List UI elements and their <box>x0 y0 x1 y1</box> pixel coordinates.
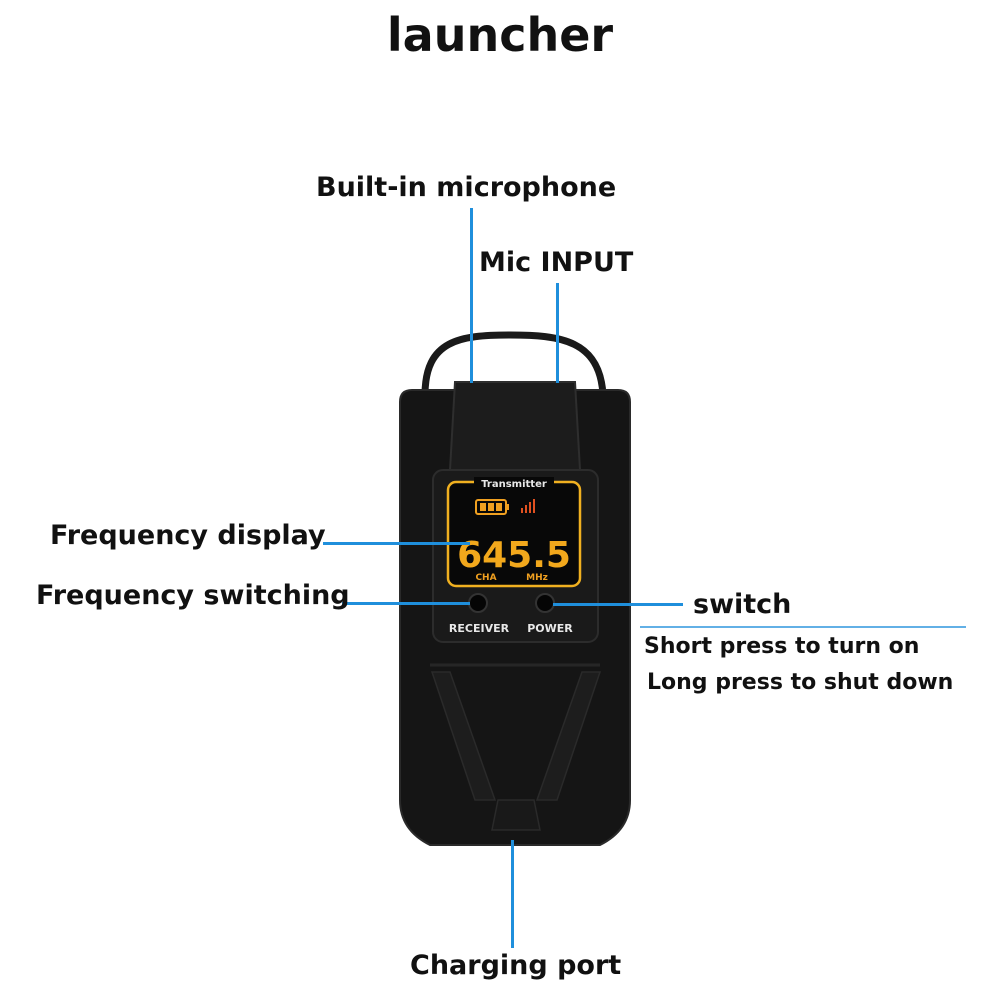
builtin-mic-label: Built-in microphone <box>316 172 617 203</box>
charging-port-label: Charging port <box>410 950 622 981</box>
grip-center <box>491 799 541 831</box>
unit-label: MHz <box>526 573 548 583</box>
diagram-title: launcher <box>386 8 614 62</box>
power-button-label: POWER <box>527 622 573 635</box>
cable-loop <box>421 331 607 396</box>
mic-input-label: Mic INPUT <box>479 247 634 278</box>
battery-icon <box>475 499 509 515</box>
short-press-note: Short press to turn on <box>644 634 920 659</box>
switch-label: switch <box>693 589 792 620</box>
long-press-note: Long press to shut down <box>647 670 954 695</box>
grip-groove-left <box>430 671 497 801</box>
grip-groove-right <box>535 671 602 801</box>
leader-frequency-switching <box>342 602 470 605</box>
leader-switch-underline <box>640 626 966 628</box>
leader-switch <box>553 603 683 606</box>
screen-title: Transmitter <box>481 479 547 490</box>
screen-title-bg <box>474 477 554 488</box>
leader-mic-input <box>556 283 559 383</box>
receiver-button[interactable] <box>468 593 488 613</box>
signal-icon <box>521 499 535 513</box>
channel-label: CHA <box>475 573 496 583</box>
leader-frequency-display <box>323 542 470 545</box>
receiver-button-label: RECEIVER <box>449 622 510 635</box>
power-button[interactable] <box>535 593 555 613</box>
frequency-readout: 645.5 <box>457 535 571 576</box>
leader-charging-port <box>511 840 514 948</box>
top-ridge <box>448 381 582 471</box>
frequency-display-label: Frequency display <box>50 520 326 551</box>
leader-builtin-mic <box>470 208 473 383</box>
frequency-switching-label: Frequency switching <box>36 580 350 611</box>
